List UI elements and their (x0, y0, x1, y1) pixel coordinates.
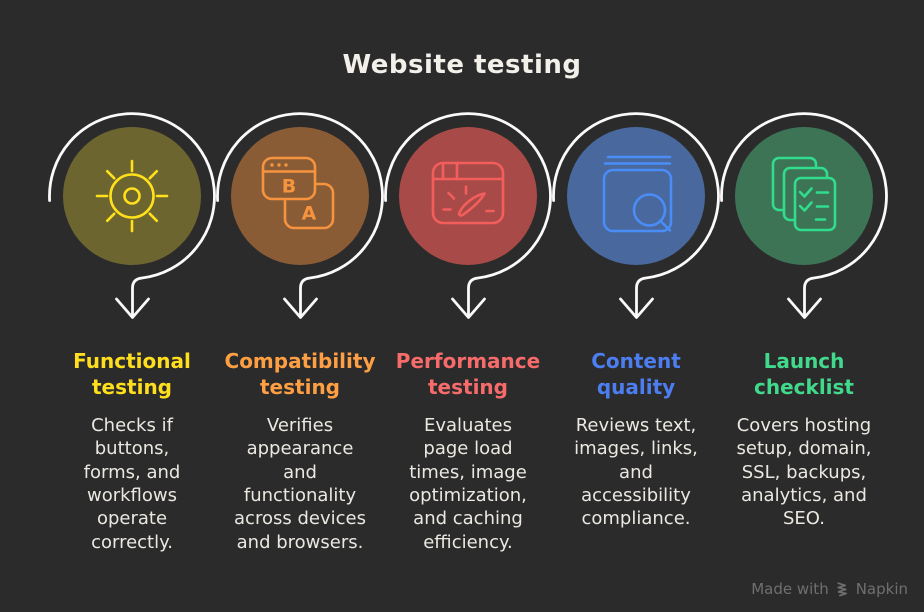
loop-arrow (48, 112, 216, 319)
step-heading: Compatibility testing (224, 349, 376, 400)
step-heading: Performance testing (395, 349, 541, 400)
step-heading: Launch checklist (754, 349, 854, 400)
step-content-quality: Content quality Reviews text, images, li… (552, 100, 720, 554)
svg-text:B: B (282, 176, 296, 198)
functional-node-graphic (48, 112, 216, 319)
sun-icon (95, 159, 169, 233)
arrowhead-down-icon (283, 297, 318, 319)
step-launch-checklist: Launch checklist Covers hosting setup, d… (720, 100, 888, 554)
speedometer-browser-icon (431, 161, 505, 225)
loop-arrow (384, 112, 552, 319)
arrowhead-down-icon (619, 297, 654, 319)
step-functional-testing: Functional testing Checks if buttons, fo… (48, 100, 216, 554)
content-node-graphic (552, 112, 720, 319)
watermark-brand: Napkin (855, 580, 908, 598)
step-description: Reviews text, images, links, and accessi… (574, 414, 698, 530)
checklist-pages-icon (771, 156, 837, 232)
watermark-prefix: Made with (751, 580, 829, 598)
svg-text:A: A (302, 203, 317, 225)
arrowhead-down-icon (787, 297, 822, 319)
steps-row: Functional testing Checks if buttons, fo… (0, 100, 924, 554)
loop-arrow (720, 112, 888, 319)
loop-arrow (216, 112, 384, 319)
performance-node-graphic (384, 112, 552, 319)
step-description: Verifies appearance and functionality ac… (234, 414, 366, 553)
color-disc (399, 127, 537, 265)
napkin-chevrons-icon (837, 581, 847, 596)
step-heading: Content quality (591, 349, 681, 400)
step-description: Covers hosting setup, domain, SSL, backu… (736, 414, 872, 530)
color-disc (567, 127, 705, 265)
launch-node-graphic (720, 112, 888, 319)
arrowhead-down-icon (115, 297, 150, 319)
step-heading: Functional testing (73, 349, 191, 400)
step-description: Evaluates page load times, image optimiz… (409, 414, 527, 553)
color-disc (63, 127, 201, 265)
book-magnifier-icon (602, 155, 673, 233)
made-with-napkin-watermark: Made with Napkin (751, 580, 908, 598)
arrowhead-down-icon (451, 297, 486, 319)
step-performance-testing: Performance testing Evaluates page load … (384, 100, 552, 554)
step-description: Checks if buttons, forms, and workflows … (83, 414, 181, 553)
step-compatibility-testing: B A Compatibility testing Verifies appea… (216, 100, 384, 554)
ab-browser-windows-icon: B A (261, 156, 335, 230)
page-title: Website testing (342, 50, 582, 80)
loop-arrow (552, 112, 720, 319)
compatibility-node-graphic: B A (216, 112, 384, 319)
